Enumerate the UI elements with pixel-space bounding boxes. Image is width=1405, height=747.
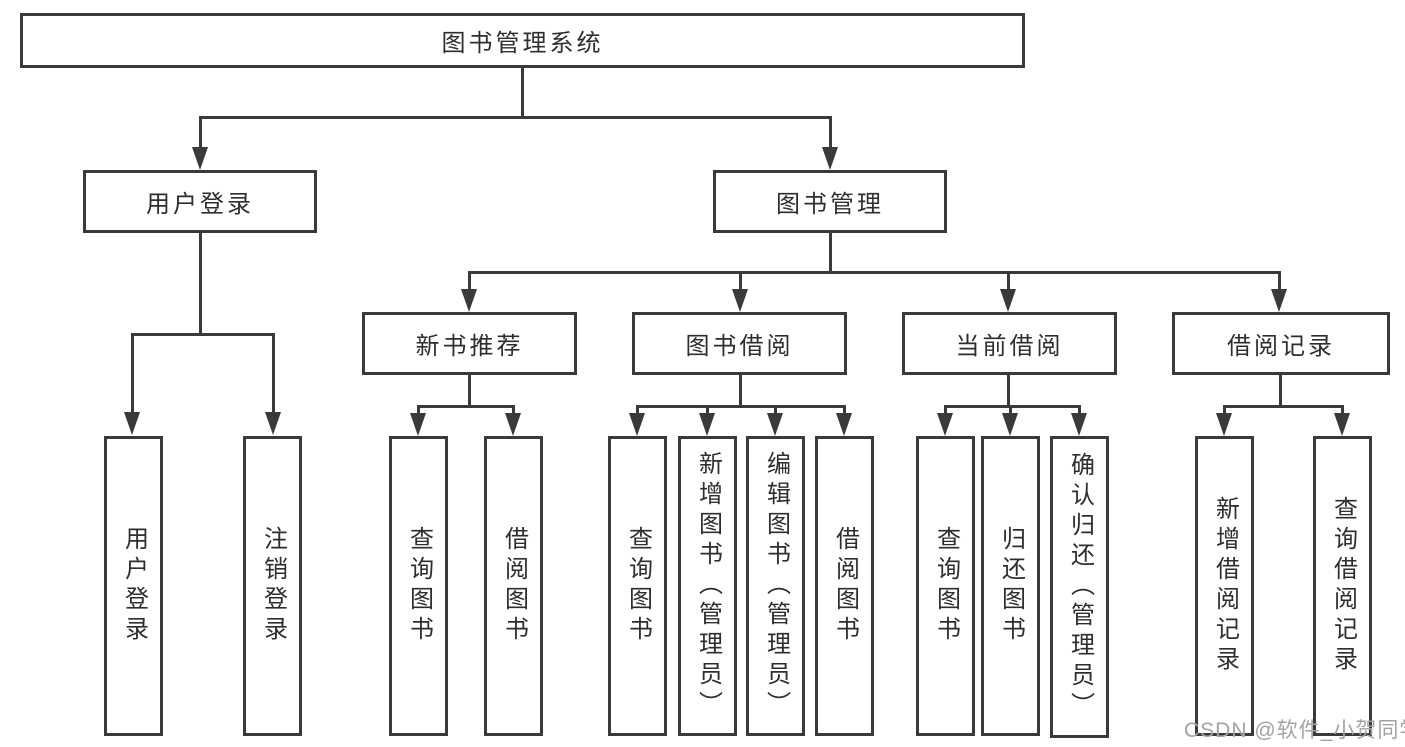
arrowhead-b1 <box>629 413 645 436</box>
arrowhead-current-borrow <box>1000 289 1016 312</box>
leaf-borrow-add-book: 新增图书（管理员） <box>678 436 737 736</box>
connector-stem-login-leaf <box>131 333 134 412</box>
connector-stem-b2 <box>706 405 709 415</box>
arrowhead-b2 <box>699 413 715 436</box>
connector-stem-book-mgmt <box>829 116 832 147</box>
connector-borrow-records-rail <box>1223 405 1344 408</box>
leaf-records-query-label: 查询借阅记录 <box>1329 496 1357 676</box>
connector-current-borrow-trunk <box>1007 373 1010 407</box>
leaf-newbooks-borrow: 借阅图书 <box>484 436 543 736</box>
connector-stem-current-borrow <box>1007 271 1010 290</box>
leaf-records-add: 新增借阅记录 <box>1195 436 1254 736</box>
leaf-borrow-edit-book-label: 编辑图书（管理员） <box>762 451 790 721</box>
leaf-newbooks-borrow-label: 借阅图书 <box>500 526 528 646</box>
arrowhead-user-login <box>192 147 208 170</box>
connector-user-login-rail <box>131 333 275 336</box>
connector-stem-new-books <box>468 271 471 290</box>
connector-user-login-trunk <box>199 231 202 335</box>
node-root: 图书管理系统 <box>20 13 1025 68</box>
arrowhead-new-books <box>461 289 477 312</box>
leaf-borrow-query: 查询图书 <box>608 436 667 736</box>
arrowhead-b3 <box>767 413 783 436</box>
node-borrow-records-label: 借阅记录 <box>1227 333 1335 360</box>
arrowhead-logout-leaf <box>265 412 281 435</box>
leaf-borrow-add-book-label: 新增图书（管理员） <box>694 451 722 721</box>
arrowhead-d2 <box>1334 413 1350 436</box>
arrowhead-c3 <box>1071 413 1087 436</box>
leaf-current-query: 查询图书 <box>916 436 975 736</box>
connector-stem-b4 <box>843 405 846 415</box>
leaf-newbooks-query: 查询图书 <box>389 436 448 736</box>
arrowhead-a1 <box>410 413 426 436</box>
arrowhead-login-leaf <box>124 412 140 435</box>
leaf-current-confirm-return-label: 确认归还（管理员） <box>1066 452 1094 722</box>
connector-stem-d1 <box>1223 405 1226 415</box>
connector-stem-c1 <box>944 405 947 415</box>
leaf-user-login-label: 用户登录 <box>120 526 148 646</box>
arrowhead-book-mgmt <box>822 147 838 170</box>
leaf-current-query-label: 查询图书 <box>932 526 960 646</box>
connector-stem-user-login <box>199 116 202 147</box>
leaf-current-confirm-return: 确认归还（管理员） <box>1050 436 1109 738</box>
connector-stem-borrow-records <box>1278 271 1281 290</box>
connector-book-borrow-trunk <box>739 373 742 407</box>
node-new-books: 新书推荐 <box>362 312 577 375</box>
node-book-borrow-label: 图书借阅 <box>685 333 794 360</box>
connector-stem-a1 <box>417 405 420 415</box>
connector-stem-book-borrow <box>739 271 742 290</box>
connector-stem-c3 <box>1078 405 1081 415</box>
node-book-mgmt-branch-label: 图书管理 <box>776 191 884 218</box>
connector-stem-a2 <box>512 405 515 415</box>
connector-stem-b1 <box>636 405 639 415</box>
connector-stem-logout-leaf <box>272 333 275 412</box>
connector-level2-rail <box>199 116 832 119</box>
node-user-login-branch-label: 用户登录 <box>146 191 254 218</box>
leaf-current-return: 归还图书 <box>981 436 1040 736</box>
connector-book-borrow-rail <box>636 405 846 408</box>
leaf-borrow-query-label: 查询图书 <box>624 526 652 646</box>
leaf-logout-label: 注销登录 <box>259 526 287 646</box>
node-book-borrow: 图书借阅 <box>632 312 847 375</box>
csdn-watermark: CSDN @软件_小贺同学 <box>1184 719 1405 742</box>
connector-new-books-trunk <box>468 373 471 407</box>
connector-new-books-rail <box>417 405 515 408</box>
node-current-borrow-label: 当前借阅 <box>955 333 1064 360</box>
leaf-borrow-borrow-book: 借阅图书 <box>815 436 874 736</box>
arrowhead-c2 <box>1002 413 1018 436</box>
node-new-books-label: 新书推荐 <box>415 333 524 360</box>
connector-current-borrow-rail <box>944 405 1081 408</box>
connector-book-mgmt-trunk <box>829 231 832 274</box>
connector-borrow-records-trunk <box>1279 373 1282 407</box>
arrowhead-d1 <box>1216 413 1232 436</box>
arrowhead-a2 <box>505 413 521 436</box>
leaf-newbooks-query-label: 查询图书 <box>405 526 433 646</box>
leaf-borrow-borrow-book-label: 借阅图书 <box>831 526 859 646</box>
connector-root-trunk <box>521 68 524 118</box>
leaf-records-add-label: 新增借阅记录 <box>1211 496 1239 676</box>
leaf-borrow-edit-book: 编辑图书（管理员） <box>746 436 805 736</box>
leaf-user-login: 用户登录 <box>104 436 163 736</box>
arrowhead-b4 <box>836 413 852 436</box>
leaf-logout: 注销登录 <box>243 436 302 736</box>
arrowhead-book-borrow <box>732 289 748 312</box>
arrowhead-borrow-records <box>1271 289 1287 312</box>
connector-stem-c2 <box>1009 405 1012 415</box>
node-book-mgmt-branch: 图书管理 <box>713 170 947 233</box>
connector-stem-b3 <box>774 405 777 415</box>
node-user-login-branch: 用户登录 <box>83 170 317 233</box>
node-root-label: 图书管理系统 <box>441 30 604 57</box>
leaf-current-return-label: 归还图书 <box>997 526 1025 646</box>
connector-level3-rail <box>468 271 1281 274</box>
leaf-records-query: 查询借阅记录 <box>1313 436 1372 736</box>
node-current-borrow: 当前借阅 <box>902 312 1117 375</box>
node-borrow-records: 借阅记录 <box>1172 312 1390 375</box>
arrowhead-c1 <box>937 413 953 436</box>
connector-stem-d2 <box>1341 405 1344 415</box>
